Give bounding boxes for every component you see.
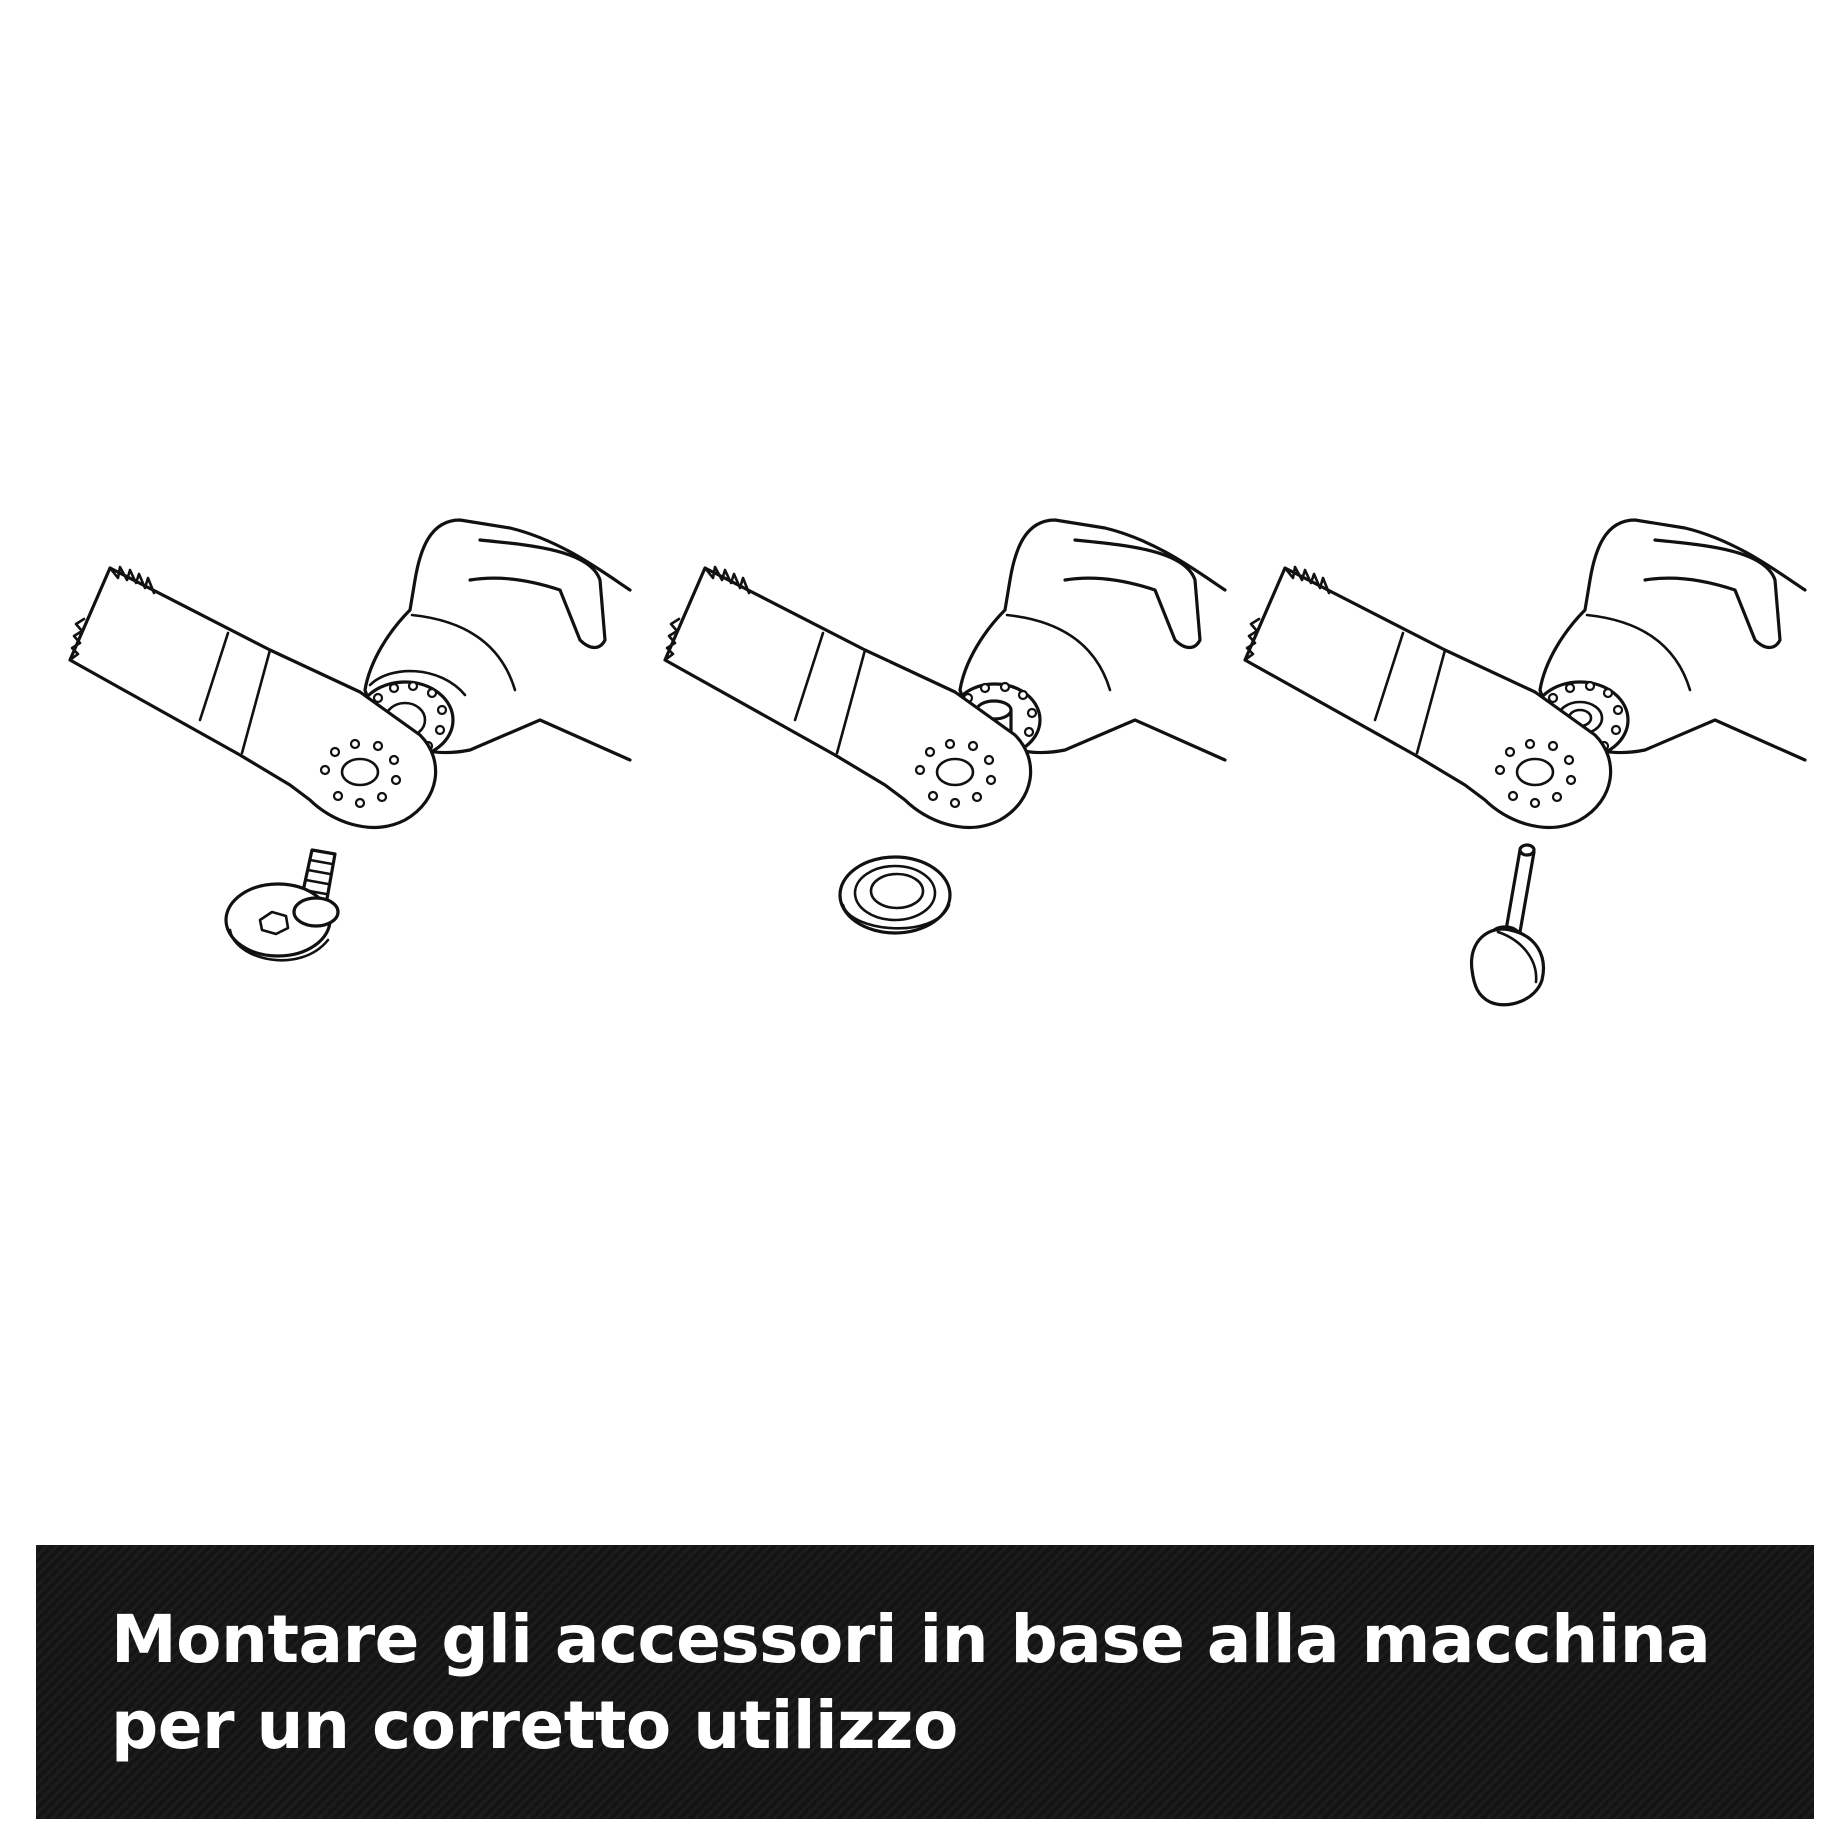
multitool-head-icon (355, 518, 632, 762)
panel-screw-mounting (60, 518, 660, 1080)
caption-line-1: Montare gli accessori in base alla macch… (111, 1601, 1711, 1678)
pin-mounting-diagram (1243, 518, 1807, 1007)
washer-mounting-diagram (663, 518, 1227, 935)
caption-line-2: per un corretto utilizzo (111, 1687, 958, 1764)
saw-blade-icon (1243, 565, 1613, 829)
panel-washer-mounting (655, 518, 1255, 1080)
caption-banner: Montare gli accessori in base alla macch… (36, 1545, 1814, 1819)
saw-blade-icon (663, 565, 1033, 829)
caption-text: Montare gli accessori in base alla macch… (111, 1597, 1751, 1769)
quick-pin-icon (1469, 843, 1545, 1007)
washer-icon (838, 855, 952, 935)
saw-blade-icon (68, 565, 438, 829)
accessory-mounting-illustrations (60, 518, 1841, 1080)
flange-screw-icon (224, 848, 340, 962)
panel-pin-mounting (1243, 518, 1841, 1080)
screw-mounting-diagram (68, 518, 632, 962)
